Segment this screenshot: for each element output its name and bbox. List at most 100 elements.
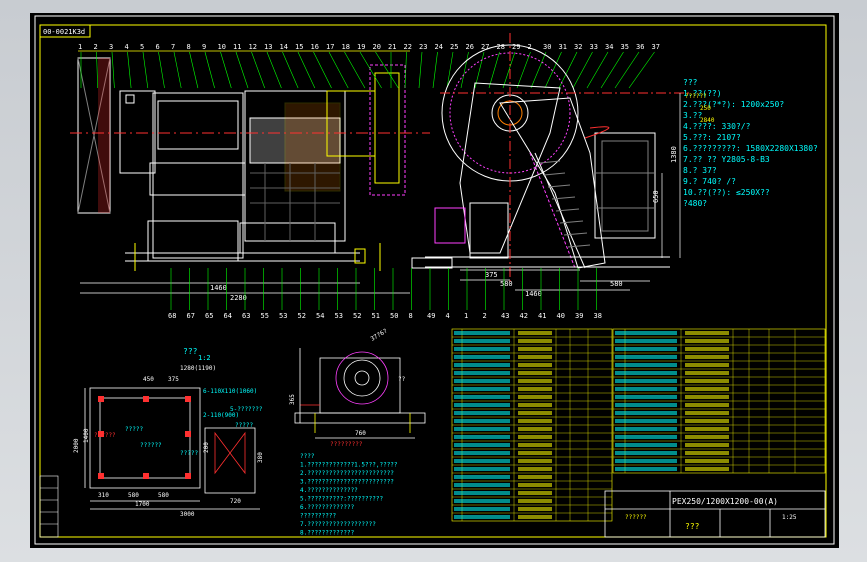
cad-drawing: 00-0021K3d <box>34 15 835 545</box>
part-number-top: 19 <box>357 43 365 51</box>
svg-text:375: 375 <box>168 376 179 383</box>
svg-text:200: 200 <box>203 442 210 453</box>
svg-text:380: 380 <box>257 452 264 463</box>
part-number-top: 29 <box>512 43 520 51</box>
part-number-top: 17 <box>326 43 334 51</box>
svg-text:37?6?: 37?6? <box>370 327 389 342</box>
svg-text:?????: ????? <box>235 422 253 429</box>
part-number-top: 13 <box>264 43 272 51</box>
svg-text:450: 450 <box>143 376 154 383</box>
part-number-top: 5 <box>140 43 144 51</box>
part-number-bottom: 52 <box>298 312 306 320</box>
part-number-top: 37 <box>652 43 660 51</box>
part-number-top: 20 <box>373 43 381 51</box>
part-number-top: 24 <box>435 43 443 51</box>
svg-text:2840: 2840 <box>700 117 715 124</box>
side-section-view <box>411 33 690 283</box>
dim-580b: 580 <box>610 280 623 288</box>
part-number-top: 7 <box>171 43 175 51</box>
part-number-top: 12 <box>249 43 257 51</box>
part-number-top: 27 <box>481 43 489 51</box>
foundation-plan: ??? 1:2 1280(1190) 450 375 <box>84 347 260 510</box>
part-number-top: 36 <box>636 43 644 51</box>
part-number-bottom: 63 <box>242 312 250 320</box>
part-number-bottom: 67 <box>187 312 195 320</box>
spec-line: 9.? 740? /? <box>683 177 736 186</box>
part-number-top: 4 <box>125 43 129 51</box>
part-number-bottom: 68 <box>168 312 176 320</box>
svg-text:?????: ????? <box>125 426 143 433</box>
foundation-labels: 6-110X110(1060) 2-110(900) 5-??????? ???… <box>73 388 264 518</box>
spec-line: 2.???(?*?): 1200x250? <box>683 100 784 109</box>
part-number-bottom: 38 <box>594 312 602 320</box>
part-number-bottom: 53 <box>279 312 287 320</box>
spec-line: 6.?????????: 1580X2280X1380? <box>683 144 818 153</box>
part-number-top: 22 <box>404 43 412 51</box>
note-line: 7.??????????????????? <box>300 521 376 528</box>
part-number-bottom: 8 <box>409 312 413 320</box>
spec-line: ?480? <box>683 199 707 208</box>
part-number-top: 23 <box>419 43 427 51</box>
spec-line: 4.????: 330?/? <box>683 122 751 131</box>
dim-1380: 1380 <box>670 146 678 163</box>
dim-375: 375 <box>485 271 498 279</box>
note-line: 6.????????????? <box>300 504 355 511</box>
spec-block: ??? 1.??(??) 2.???(?*?): 1200x250? 3.?? 4.??… <box>683 78 818 208</box>
svg-text:2000: 2000 <box>73 438 80 453</box>
part-number-top: 30 <box>543 43 551 51</box>
code-box <box>39 24 91 38</box>
svg-text:??: ?? <box>398 376 406 383</box>
svg-text:???: ??? <box>685 522 700 531</box>
spec-line: 1.??(??) <box>683 89 722 98</box>
part-number-bottom: 53 <box>335 312 343 320</box>
dim-650: 650 <box>652 190 660 203</box>
spec-line: 3.?? <box>683 111 702 120</box>
part-number-top: 25 <box>450 43 458 51</box>
part-number-top: 1 <box>78 43 82 51</box>
part-number-top: 35 <box>621 43 629 51</box>
part-number-bottom: 2 <box>483 312 487 320</box>
title-block-text: PEX250/1200X1200-00(A) ??? ?????? 1:25 <box>625 497 797 531</box>
part-number-top: 3 <box>109 43 113 51</box>
front-view <box>70 57 430 271</box>
part-number-bottom: 52 <box>353 312 361 320</box>
svg-text:??????: ?????? <box>94 432 116 439</box>
svg-text:PEX250/1200X1200-00(A): PEX250/1200X1200-00(A) <box>672 497 778 506</box>
spec-line: ??? <box>683 78 698 87</box>
part-number-top: 14 <box>280 43 288 51</box>
part-number-top: 16 <box>311 43 319 51</box>
svg-text:1700: 1700 <box>135 501 150 508</box>
spec-line: 10.??(??): ≤250X?? <box>683 188 770 197</box>
part-number-bottom: 64 <box>224 312 232 320</box>
part-number-bottom: 42 <box>520 312 528 320</box>
svg-text:6-110X110(1060): 6-110X110(1060) <box>203 388 257 395</box>
dimension-texts: 1460 2280 375 580 1460 580 1380 650 <box>210 146 678 302</box>
title-block <box>604 490 826 538</box>
drawing-canvas[interactable]: 00-0021K3d <box>30 13 839 548</box>
part-number-top: 2 <box>94 43 98 51</box>
part-number-top: 26 <box>466 43 474 51</box>
dim-2280: 2280 <box>230 294 247 302</box>
svg-text:?????????: ????????? <box>330 441 363 448</box>
part-number-top: 34 <box>605 43 613 51</box>
spec-line: 7.?? ?? Y2805-8-B3 <box>683 155 770 164</box>
svg-text:1:2: 1:2 <box>198 354 211 362</box>
part-number-top: 32 <box>574 43 582 51</box>
svg-text:760: 760 <box>355 430 366 437</box>
dim-1460: 1460 <box>210 284 227 292</box>
part-number-bottom: 41 <box>538 312 546 320</box>
note-line: 3.???????????????????????? <box>300 479 394 486</box>
part-number-bottom: 51 <box>372 312 380 320</box>
svg-text:580: 580 <box>158 492 169 499</box>
part-number-top: 10 <box>218 43 226 51</box>
part-number-top: 31 <box>559 43 567 51</box>
note-line: 5.??????????:?????????? <box>300 496 383 503</box>
svg-text:1400: 1400 <box>83 428 90 443</box>
part-number-top: 15 <box>295 43 303 51</box>
svg-text:580: 580 <box>128 492 139 499</box>
part-number-top: 21 <box>388 43 396 51</box>
note-line: 4.?????????????? <box>300 487 358 494</box>
drawing-code: 00-0021K3d <box>43 28 85 36</box>
part-number-top: 28 <box>497 43 505 51</box>
